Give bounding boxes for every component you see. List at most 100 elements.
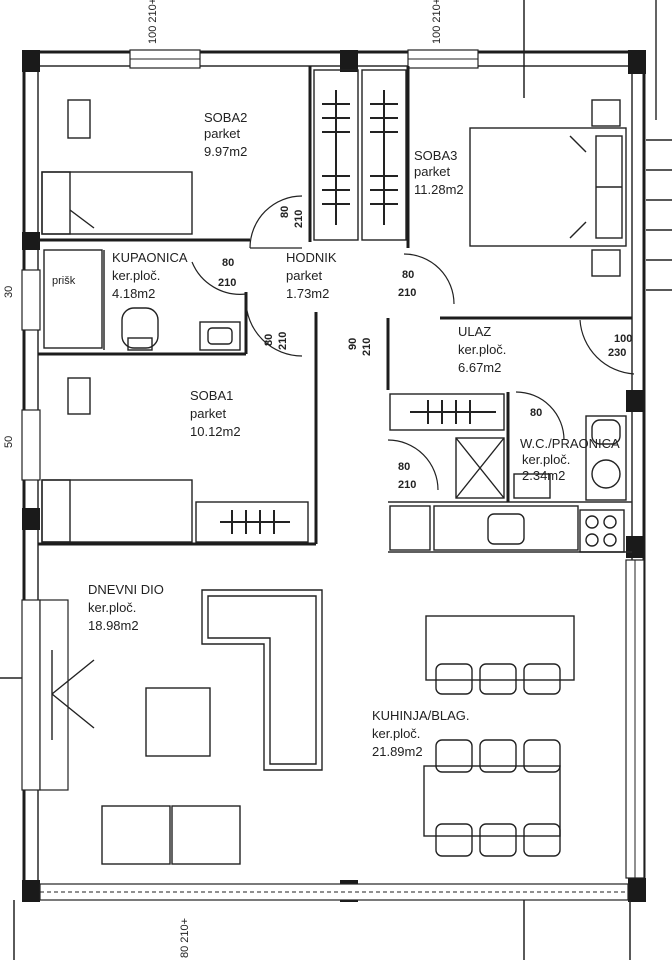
column-r2: [626, 536, 644, 558]
door-wc: [515, 391, 565, 441]
room-wc-name: W.C./PRAONICA: [520, 436, 620, 451]
dining-chair: [523, 739, 561, 773]
dining-furniture: [423, 615, 575, 857]
dining-chair: [479, 739, 517, 773]
dining-chair: [523, 823, 561, 857]
room-kitchen-area: 21.89m2: [372, 744, 423, 759]
washing-machine: [591, 459, 621, 489]
room-wc-floor: ker.ploč.: [522, 452, 570, 467]
column-tr: [628, 50, 646, 74]
kitchen-counter: [433, 505, 579, 551]
shoe-cabinet-hangers: [410, 400, 496, 424]
door-label-living-w: 80: [398, 461, 410, 473]
room-soba3-name: SOBA3: [414, 148, 457, 163]
living-furniture: [51, 589, 323, 865]
column-tm: [340, 50, 358, 72]
room-living-area: 18.98m2: [88, 618, 139, 633]
sink-basin: [207, 327, 233, 345]
column-l1: [22, 232, 40, 250]
room-soba3-floor: parket: [414, 164, 451, 179]
dim-window-left-1: 30: [3, 286, 15, 298]
toilet-tank: [127, 337, 153, 351]
dim-window-top-1: 100 210+: [147, 0, 159, 44]
room-soba2-floor: parket: [204, 126, 241, 141]
door-label-entry-w: 100: [614, 333, 632, 345]
dining-chair: [435, 739, 473, 773]
coffee-table: [145, 687, 211, 757]
bed-fold: [69, 209, 95, 229]
burner: [585, 515, 599, 529]
door-soba2: [249, 195, 303, 249]
dining-table-2: [423, 765, 561, 837]
armchair-1: [101, 805, 171, 865]
door-labels: 80 210 80 210 80 210 80 210 90 210 80 80…: [218, 206, 632, 491]
room-hodnik-floor: parket: [286, 268, 323, 283]
nightstand-soba1: [67, 377, 91, 415]
wc-toilet: [591, 419, 621, 445]
bed-soba2: [41, 171, 193, 235]
door-label-left-w: 80: [222, 257, 234, 269]
room-wc-area: 2.34m2: [522, 468, 565, 483]
column-tl: [22, 50, 40, 72]
external-stairs: [646, 0, 672, 291]
room-bath-floor: ker.ploč.: [112, 268, 160, 283]
grid-axes: [0, 0, 631, 960]
wardrobe-2: [361, 69, 407, 241]
bed-soba1-pillow: [41, 479, 71, 543]
bed-soba3: [469, 127, 627, 247]
room-soba1-area: 10.12m2: [190, 424, 241, 439]
wardrobe-soba1: [195, 501, 309, 543]
dining-chair: [435, 663, 473, 695]
sofa-l: [201, 589, 323, 771]
window-left-1: [21, 269, 41, 331]
room-labels: SOBA2 parket 9.97m2 SOBA3 parket 11.28m2…: [88, 110, 620, 759]
door-label-right-w: 80: [402, 269, 414, 281]
room-hodnik-name: HODNIK: [286, 250, 337, 265]
bed-soba2-pillow: [41, 171, 71, 235]
wardrobe-1: [313, 69, 359, 241]
dim-window-bottom: 80 210+: [179, 918, 191, 958]
shower-tray: [43, 249, 103, 349]
room-living-floor: ker.ploč.: [88, 600, 136, 615]
door-label-top-w: 80: [279, 206, 291, 218]
burner: [585, 533, 599, 547]
room-soba1-name: SOBA1: [190, 388, 233, 403]
soba2-furniture: [41, 99, 193, 235]
wc-sink: [513, 473, 551, 499]
wc-unit: [585, 415, 627, 501]
door-label-hall-w: 90: [347, 338, 359, 350]
room-kitchen-name: KUHINJA/BLAG.: [372, 708, 470, 723]
wardrobes: [313, 69, 407, 241]
door-label-bottom-h: 210: [277, 332, 289, 350]
cooktop: [579, 509, 625, 553]
soba3-furniture: [469, 99, 627, 277]
room-soba1-floor: parket: [190, 406, 227, 421]
door-label-wc-w: 80: [530, 407, 542, 419]
dim-window-top-2: 100 210+: [431, 0, 443, 44]
column-l2: [22, 508, 40, 530]
tv-arrow: [51, 659, 95, 695]
door-label-top-h: 210: [293, 210, 305, 228]
door-bath: [191, 261, 247, 295]
dimension-labels: 100 210+ 100 210+ 80 210+ 30 50: [3, 0, 443, 958]
toilet: [121, 307, 159, 349]
dining-chair: [435, 823, 473, 857]
bed-fold: [569, 221, 587, 239]
window-left-2: [21, 409, 41, 481]
room-ulaz-area: 6.67m2: [458, 360, 501, 375]
nightstand-soba3-top: [591, 99, 621, 127]
door-label-entry-h: 230: [608, 347, 626, 359]
room-bath-area: 4.18m2: [112, 286, 155, 301]
door-label-left-h: 210: [218, 277, 236, 289]
door-soba1: [245, 299, 303, 357]
room-soba2-name: SOBA2: [204, 110, 247, 125]
hangers: [322, 90, 398, 225]
pantry: [455, 437, 505, 499]
shoe-cabinet: [389, 393, 505, 431]
room-soba3-area: 11.28m2: [414, 182, 464, 197]
fridge: [389, 505, 431, 551]
bathroom-fixtures: prišk: [43, 249, 241, 351]
sofa-l-inner: [207, 595, 317, 765]
column-bl: [22, 880, 40, 902]
